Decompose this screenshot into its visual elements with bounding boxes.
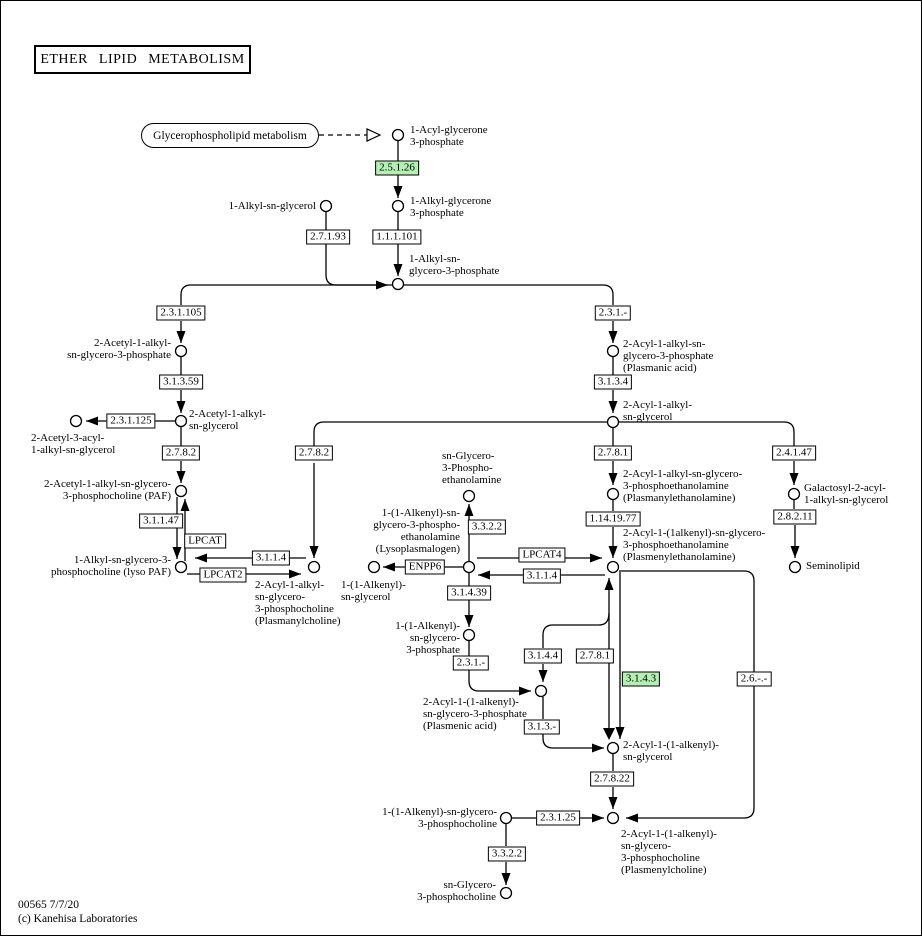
compound-label-lyso-paf: 1-Alkyl-sn-glycero-3-phosphocholine (lys… — [51, 554, 171, 578]
enzyme-box-2.7.1.93[interactable]: 2.7.1.93 — [306, 229, 350, 245]
compound-plasmanylcholine[interactable] — [307, 560, 321, 574]
compound-label-2-acetyl-1-alkyl-sn-glycerol: 2-Acetyl-1-alkyl-sn-glycerol — [189, 408, 266, 432]
enzyme-box-2.8.2.11[interactable]: 2.8.2.11 — [773, 509, 817, 525]
enzyme-box-2.3.1.-[interactable]: 2.3.1.- — [594, 305, 632, 321]
enzyme-box-3.1.3.4[interactable]: 3.1.3.4 — [593, 374, 633, 390]
compound-label-1-alkyl-sn-glycerol: 1-Alkyl-sn-glycerol — [228, 200, 316, 212]
compound-plasmenic-acid[interactable] — [534, 684, 548, 698]
edge-c14-26-c18 — [619, 570, 755, 823]
open-arrowhead — [366, 128, 382, 142]
compound-paf[interactable] — [174, 484, 188, 498]
enzyme-box-LPCAT2[interactable]: LPCAT2 — [199, 567, 247, 583]
compound-label-plasmanylcholine: 2-Acyl-1-alkyl-sn-glycero-3-phosphocholi… — [255, 579, 341, 627]
enzyme-box-ENPP6[interactable]: ENPP6 — [404, 559, 446, 575]
map-footer: 00565 7/7/20 (c) Kanehisa Laboratories — [18, 898, 137, 926]
compound-plasmenylethanolamine[interactable] — [606, 560, 620, 574]
enzyme-box-3.1.1.4[interactable]: 3.1.1.4 — [251, 550, 291, 566]
compound-label-plasmenic-acid: 2-Acyl-1-(1-alkenyl)-sn-glycero-3-phosph… — [423, 696, 527, 732]
compound-1-(1-alkenyl)-sn-glycero-3-phosphate[interactable] — [462, 628, 476, 642]
compound-1-(1-alkenyl)-sn-glycero-3-phosphocholine[interactable] — [499, 811, 513, 825]
compound-label-sn-glycero-3-phosphoethanolamine: sn-Glycero-3-Phospho-ethanolamine — [442, 450, 502, 486]
enzyme-box-2.3.1.25[interactable]: 2.3.1.25 — [536, 810, 580, 826]
enzyme-box-2.3.1.105[interactable]: 2.3.1.105 — [156, 305, 206, 321]
enzyme-box-1.14.19.77[interactable]: 1.14.19.77 — [585, 511, 641, 527]
compound-label-lysoplasmalogen: 1-(1-Alkenyl)-sn-glycero-3-phospho-ethan… — [373, 507, 460, 555]
enzyme-box-3.1.4.4[interactable]: 3.1.4.4 — [523, 648, 563, 664]
compound-label-1-alkyl-sn-glycero-3-phosphate: 1-Alkyl-sn-glycero-3-phosphate — [409, 253, 500, 277]
compound-label-sn-glycero-3-phosphocholine: sn-Glycero-3-phosphocholine — [417, 879, 496, 903]
edge-c14-branch-3144 — [542, 612, 610, 648]
compound-lyso-paf[interactable] — [174, 560, 188, 574]
compound-label-plasmenylethanolamine: 2-Acyl-1-(1alkenyl)-sn-glycero-3-phospho… — [623, 527, 766, 563]
enzyme-box-LPCAT4[interactable]: LPCAT4 — [518, 547, 566, 563]
compound-1-alkyl-sn-glycerol[interactable] — [319, 199, 333, 213]
compound-sn-glycero-3-phosphocholine[interactable] — [499, 886, 513, 900]
edge-313-to-c20 — [542, 734, 604, 753]
compound-galactosyl-2-acyl-1-alkyl-sn-glycerol[interactable] — [787, 487, 801, 501]
compound-label-2-acetyl-1-alkyl-sn-glycero-3-phosphate: 2-Acetyl-1-alkyl-sn-glycero-3-phosphate — [67, 337, 171, 361]
compound-sn-glycero-3-phosphoethanolamine[interactable] — [462, 489, 476, 503]
compound-label-plasmanylethanolamine: 2-Acyl-1-alkyl-sn-glycero-3-phosphoethan… — [623, 468, 743, 504]
compound-plasmanic-acid[interactable] — [606, 344, 620, 358]
edge-c11-to-24147 — [619, 421, 795, 446]
pathway-title: ETHER LIPID METABOLISM — [34, 45, 251, 74]
enzyme-box-2.7.8.2[interactable]: 2.7.8.2 — [161, 445, 201, 461]
compound-plasmenylcholine[interactable] — [606, 811, 620, 825]
compound-lysoplasmalogen[interactable] — [462, 560, 476, 574]
map-id: 00565 7/7/20 — [18, 899, 80, 911]
enzyme-box-3.1.1.47[interactable]: 3.1.1.47 — [139, 513, 183, 529]
enzyme-box-2.7.8.1[interactable]: 2.7.8.1 — [575, 648, 615, 664]
enzyme-box-LPCAT[interactable]: LPCAT — [184, 533, 226, 549]
compound-label-paf: 2-Acetyl-1-alkyl-sn-glycero-3-phosphocho… — [43, 478, 171, 502]
compound-1-alkyl-sn-glycero-3-phosphate[interactable] — [391, 277, 405, 291]
edge-main-right — [404, 284, 614, 305]
enzyme-box-3.1.4.3[interactable]: 3.1.4.3 — [621, 671, 661, 687]
edge-c11-left-2782b — [313, 421, 607, 446]
compound-label-2-acetyl-3-acyl-1-alkyl-sn-glycerol: 2-Acetyl-3-acyl-1-alkyl-sn-glycerol — [31, 432, 116, 456]
enzyme-box-2.7.8.22[interactable]: 2.7.8.22 — [590, 771, 634, 787]
extra-down-arrowhead — [603, 728, 615, 740]
compound-2-acetyl-1-alkyl-sn-glycero-3-phosphate[interactable] — [174, 344, 188, 358]
compound-2-acetyl-1-alkyl-sn-glycerol[interactable] — [174, 414, 188, 428]
enzyme-box-3.3.2.2[interactable]: 3.3.2.2 — [487, 846, 527, 862]
edge-c15-231-c16 — [468, 641, 531, 696]
enzyme-box-3.1.4.39[interactable]: 3.1.4.39 — [447, 585, 491, 601]
compound-plasmanylethanolamine[interactable] — [606, 487, 620, 501]
compound-1-acyl-glycerone-3-phosphate[interactable] — [391, 128, 405, 142]
enzyme-box-2.3.1.125[interactable]: 2.3.1.125 — [106, 413, 156, 429]
pathway-link-glycerophospholipid[interactable]: Glycerophospholipid metabolism — [141, 123, 319, 148]
enzyme-box-3.1.1.4[interactable]: 3.1.1.4 — [522, 568, 562, 584]
compound-label-galactosyl-2-acyl-1-alkyl-sn-glycerol: Galactosyl-2-acyl-1-alkyl-sn-glycerol — [804, 482, 889, 506]
enzyme-box-3.3.2.2[interactable]: 3.3.2.2 — [467, 519, 507, 535]
enzyme-box-3.1.3.59[interactable]: 3.1.3.59 — [159, 374, 203, 390]
compound-1-(1-alkenyl)-sn-glycerol[interactable] — [367, 560, 381, 574]
compound-2-acyl-1-(1-alkenyl)-sn-glycerol[interactable] — [606, 741, 620, 755]
compound-2-acyl-1-alkyl-sn-glycerol[interactable] — [606, 415, 620, 429]
enzyme-box-2.6.-.-[interactable]: 2.6.-.- — [736, 671, 772, 687]
compound-label-2-acyl-1-alkyl-sn-glycerol: 2-Acyl-1-alkyl-sn-glycerol — [623, 399, 693, 423]
compound-label-1-(1-alkenyl)-sn-glycero-3-phosphate: 1-(1-Alkenyl)-sn-glycero-3-phosphate — [395, 620, 460, 656]
compound-label-plasmenylcholine: 2-Acyl-1-(1-alkenyl)-sn-glycero-3-phosph… — [621, 828, 717, 876]
compound-label-1-(1-alkenyl)-sn-glycerol: 1-(1-Alkenyl)-sn-glycerol — [341, 579, 406, 603]
compound-label-1-(1-alkenyl)-sn-glycero-3-phosphocholine: 1-(1-Alkenyl)-sn-glycero-3-phosphocholin… — [382, 806, 497, 830]
enzyme-box-3.1.3.-[interactable]: 3.1.3.- — [523, 719, 561, 735]
compound-1-alkyl-glycerone-3-phosphate[interactable] — [391, 199, 405, 213]
enzyme-box-1.1.1.101[interactable]: 1.1.1.101 — [372, 229, 422, 245]
copyright: (c) Kanehisa Laboratories — [18, 913, 138, 925]
enzyme-box-2.5.1.26[interactable]: 2.5.1.26 — [375, 160, 419, 176]
edge-main-left — [180, 284, 392, 305]
compound-2-acetyl-3-acyl-1-alkyl-sn-glycerol[interactable] — [69, 414, 83, 428]
compound-label-2-acyl-1-(1-alkenyl)-sn-glycerol: 2-Acyl-1-(1-alkenyl)-sn-glycerol — [623, 739, 719, 763]
compound-label-seminolipid: Seminolipid — [806, 560, 860, 572]
enzyme-box-2.7.8.1[interactable]: 2.7.8.1 — [593, 445, 633, 461]
enzyme-box-2.4.1.47[interactable]: 2.4.1.47 — [772, 445, 816, 461]
compound-label-plasmanic-acid: 2-Acyl-1-alkyl-sn-glycero-3-phosphate(Pl… — [623, 338, 714, 374]
compound-seminolipid[interactable] — [788, 560, 802, 574]
enzyme-box-2.3.1.-[interactable]: 2.3.1.- — [452, 655, 490, 671]
enzyme-box-2.7.8.2[interactable]: 2.7.8.2 — [294, 445, 334, 461]
